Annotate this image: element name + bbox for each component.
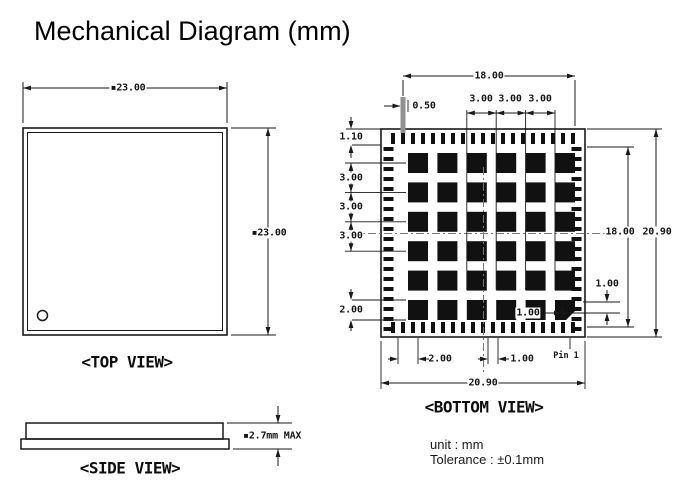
bottomview-col-pitch-dim-3: 3.00 — [527, 93, 553, 105]
sideview-height-dim: ▪2.7mm MAX — [243, 430, 302, 442]
note-tolerance: Tolerance : ±0.1mm — [430, 452, 545, 467]
bottomview-bottom-pad-dim: 2.00 — [428, 353, 452, 365]
topview-width-dim: ▪23.00 — [109, 82, 147, 94]
bottomview-row-pitch-dim-2: 3.00 — [338, 201, 364, 213]
page-title: Mechanical Diagram (mm) — [34, 16, 351, 46]
bottomview-pad-span-dim: 18.00 — [473, 70, 505, 82]
bottomview-edge-pad-dim: 1.10 — [338, 131, 364, 143]
bottomview-col-pitch-dim-1: 3.00 — [468, 93, 494, 105]
topview-label: <TOP VIEW> — [81, 352, 173, 372]
sideview-label: <SIDE VIEW> — [79, 458, 181, 478]
bottomview-row-pitch-dim-3: 3.00 — [338, 230, 364, 242]
bottomview-right-gap-dim: 1.00 — [595, 278, 619, 290]
bottomview-body-width-dim: 20.90 — [467, 377, 499, 389]
bottomview-inner-gap-dim: 1.00 — [515, 307, 541, 319]
bottomview-right-span-dim: 18.00 — [604, 226, 636, 238]
bottomview-right-body-dim: 20.90 — [641, 226, 673, 238]
note-unit: unit : mm — [430, 437, 484, 452]
topview-height-dim: ▪23.00 — [250, 227, 288, 239]
bottomview-label: <BOTTOM VIEW> — [424, 397, 544, 417]
bottomview-pin1-label: Pin 1 — [553, 351, 579, 361]
bottomview-bottom-gap-dim: 1.00 — [510, 353, 534, 365]
bottomview-row-pitch-dim-1: 3.00 — [338, 172, 364, 184]
bottomview-col-pitch-dim-2: 3.00 — [497, 93, 523, 105]
bottomview-corner-pad-dim: 2.00 — [338, 304, 364, 316]
bottomview-pad-width-dim: 0.50 — [412, 100, 436, 112]
